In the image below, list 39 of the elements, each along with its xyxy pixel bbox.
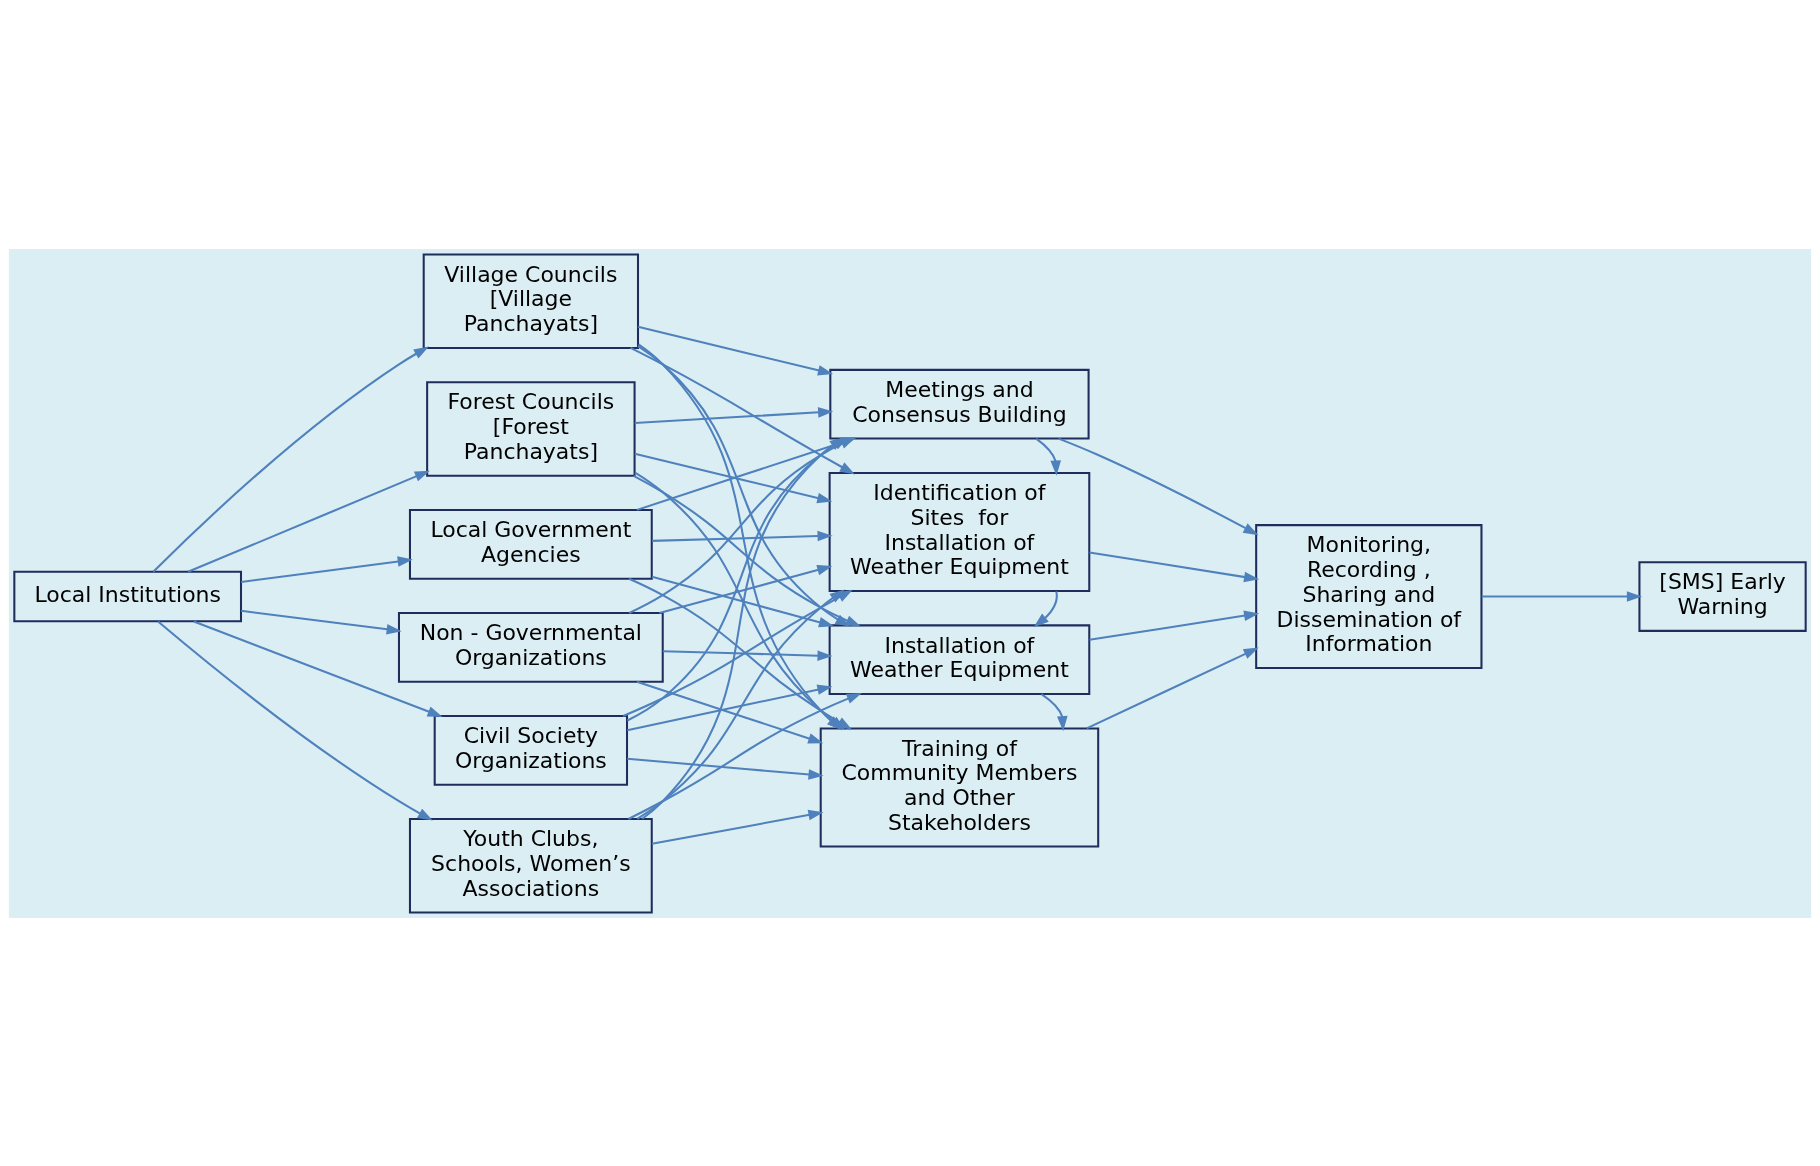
node-box: Installation of Weather Equipment — [828, 623, 1091, 695]
arrow — [1033, 590, 1058, 627]
node-box: Meetings and Consensus Building — [829, 368, 1090, 440]
node-box: Training of Community Members and Other Stakeholders — [819, 726, 1100, 848]
arrow — [651, 809, 824, 845]
arrow — [152, 346, 429, 572]
node-box: Local Government Agencies — [408, 508, 653, 580]
node-box: [SMS] Early Warning — [1638, 560, 1807, 632]
arrow — [659, 564, 833, 614]
arrow — [636, 680, 824, 743]
arrow — [1035, 437, 1061, 476]
arrow — [1040, 692, 1068, 731]
node-box: Forest Councils [Forest Panchayats] — [426, 380, 636, 477]
arrow — [627, 692, 862, 820]
arrow — [1481, 590, 1642, 602]
arrow — [627, 683, 833, 731]
node-box: Youth Clubs, Schools, Women’s Associations — [408, 817, 653, 914]
node-box: Non - Governmental Organizations — [397, 611, 664, 683]
node-box: Identification of Sites for Installation of Weather Equipment — [828, 471, 1091, 592]
arrow — [651, 530, 833, 542]
arrow — [1089, 609, 1260, 641]
arrow — [157, 620, 433, 821]
arrow — [651, 575, 835, 627]
arrow — [1086, 647, 1259, 729]
node-box: Civil Society Organizations — [433, 714, 629, 786]
arrow — [627, 757, 824, 780]
arrow — [634, 406, 834, 424]
node-box: Local Institutions — [13, 570, 243, 622]
node-box: Village Councils [Village Panchayats] — [422, 252, 640, 349]
arrow — [1089, 550, 1260, 582]
arrow — [662, 649, 833, 661]
arrow — [637, 325, 834, 376]
node-box: Monitoring, Recording , Sharing and Dissemination of Information — [1255, 523, 1483, 669]
arrow — [241, 555, 413, 583]
arrow — [241, 609, 402, 634]
arrow — [193, 619, 443, 717]
arrow — [634, 452, 833, 503]
arrow — [187, 470, 430, 573]
arrow — [1058, 437, 1259, 535]
